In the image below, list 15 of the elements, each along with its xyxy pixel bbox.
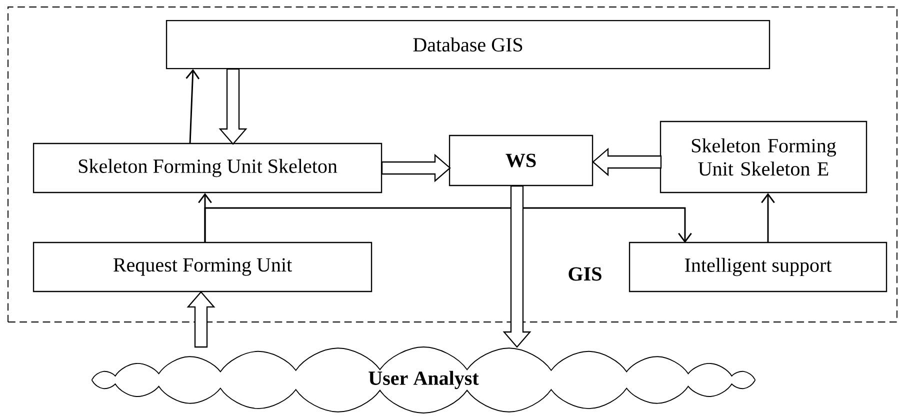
block-arrow [381, 154, 451, 182]
process-box: Skeleton Forming Unit Skeleton [32, 142, 382, 194]
arrow [204, 207, 692, 243]
group-label: GIS [568, 267, 602, 281]
block-arrow [502, 185, 532, 348]
process-box: Skeleton Forming Unit Skeleton E [660, 120, 868, 194]
database-box: Database GIS [166, 20, 770, 70]
process-box: Intelligent support [628, 242, 888, 292]
arrow [761, 192, 775, 243]
block-arrow [218, 68, 248, 145]
arrow [186, 69, 200, 144]
block-arrow [186, 291, 216, 348]
process-box: WS [448, 134, 594, 186]
block-arrow [592, 148, 662, 176]
process-box: Request Forming Unit [32, 242, 372, 292]
